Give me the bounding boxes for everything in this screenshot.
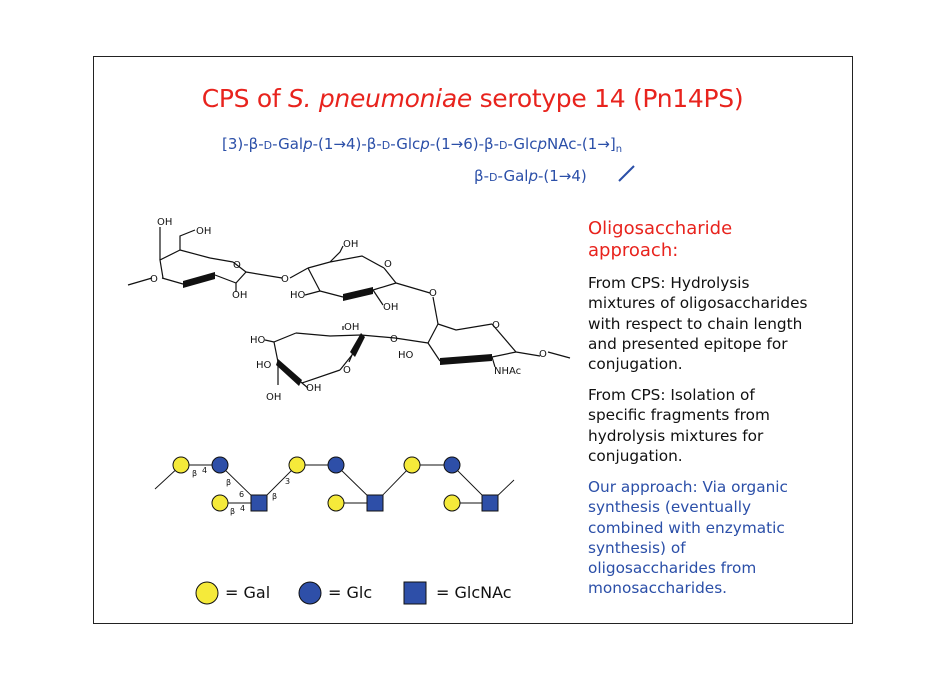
approach-heading: Oligosaccharide approach:: [588, 218, 733, 261]
mol-label-o: O: [150, 274, 158, 285]
slide-title: CPS of S. pneumoniae serotype 14 (Pn14PS…: [201, 84, 744, 113]
linkage-label: β: [226, 478, 231, 487]
glcnac-symbol: [366, 494, 384, 512]
mol-label-o: O: [390, 334, 398, 345]
mol-label-oh: OH: [196, 226, 211, 237]
gal-symbol: [443, 494, 461, 512]
legend-gal-label: = Gal: [225, 583, 271, 602]
linkage-label: 6: [239, 490, 244, 499]
mol-label-o: O: [233, 260, 241, 271]
our-approach-paragraph: Our approach: Via organic synthesis (eve…: [588, 478, 788, 598]
linkage-label: 3: [285, 477, 290, 486]
mol-label-oh: OH: [157, 217, 172, 228]
legend-glcnac-symbol: [403, 581, 427, 605]
gal-symbol: [172, 456, 190, 474]
glc-symbol: [443, 456, 461, 474]
legend-glcnac-label: = GlcNAc: [436, 583, 512, 602]
linkage-label: 4: [202, 466, 207, 475]
mol-label-nhac: NHAc: [494, 366, 521, 377]
gal-symbol: [211, 494, 229, 512]
linkage-label: β: [192, 469, 197, 478]
glc-symbol: [211, 456, 229, 474]
gal-symbol: [327, 494, 345, 512]
mol-label-o: O: [539, 349, 547, 360]
branch-formula: β-D-Galp-(1→4): [474, 167, 587, 185]
legend-gal-symbol: [195, 581, 219, 605]
legend-glc-label: = Glc: [328, 583, 373, 602]
cps-isolation-paragraph: From CPS: Isolation of specific fragment…: [588, 386, 770, 465]
mol-label-ho: HO: [290, 290, 306, 301]
mol-label-oh: OH: [232, 290, 247, 301]
linkage-label: β: [230, 507, 235, 516]
glcnac-symbol: [250, 494, 268, 512]
mol-label-oh: OH: [343, 239, 358, 250]
mol-label-oh: OH: [383, 302, 398, 313]
mol-label-o: O: [429, 288, 437, 299]
linkage-label: β: [272, 492, 277, 501]
mol-label-oh: OH: [306, 383, 321, 394]
glcnac-symbol: [481, 494, 499, 512]
gal-symbol: [403, 456, 421, 474]
legend-glc-symbol: [298, 581, 322, 605]
mol-label-oh: OH: [344, 322, 359, 333]
mol-label-o: O: [384, 259, 392, 270]
cps-hydrolysis-paragraph: From CPS: Hydrolysis mixtures of oligosa…: [588, 274, 808, 374]
mol-label-ho: HO: [256, 360, 272, 371]
mol-label-o: O: [492, 320, 500, 331]
glc-symbol: [327, 456, 345, 474]
mol-label-ho: HO: [250, 335, 266, 346]
mol-label-oh: OH: [266, 392, 281, 403]
slide-frame: [93, 56, 853, 624]
mol-label-o: O: [343, 365, 351, 376]
mol-label-o: O: [281, 274, 289, 285]
linkage-label: 4: [240, 504, 245, 513]
gal-symbol: [288, 456, 306, 474]
repeat-unit-formula: [3)-β-D-Galp-(1→4)-β-D-Glcp-(1→6)-β-D-Gl…: [222, 135, 623, 155]
mol-label-ho: HO: [398, 350, 414, 361]
